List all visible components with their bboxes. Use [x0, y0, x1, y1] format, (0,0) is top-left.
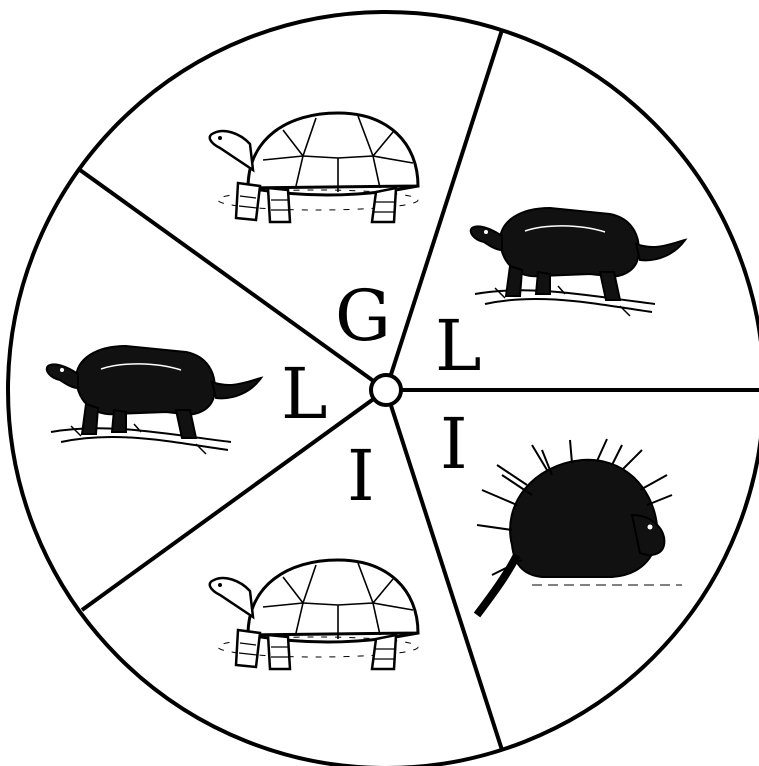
section-letter-l: L	[435, 305, 481, 387]
spinner-center-hub[interactable]	[371, 375, 401, 405]
section-letter-i: I	[347, 435, 375, 517]
section-letter-l: L	[281, 353, 327, 435]
section-letter-i: I	[440, 403, 468, 485]
section-letter-g: G	[335, 275, 391, 357]
